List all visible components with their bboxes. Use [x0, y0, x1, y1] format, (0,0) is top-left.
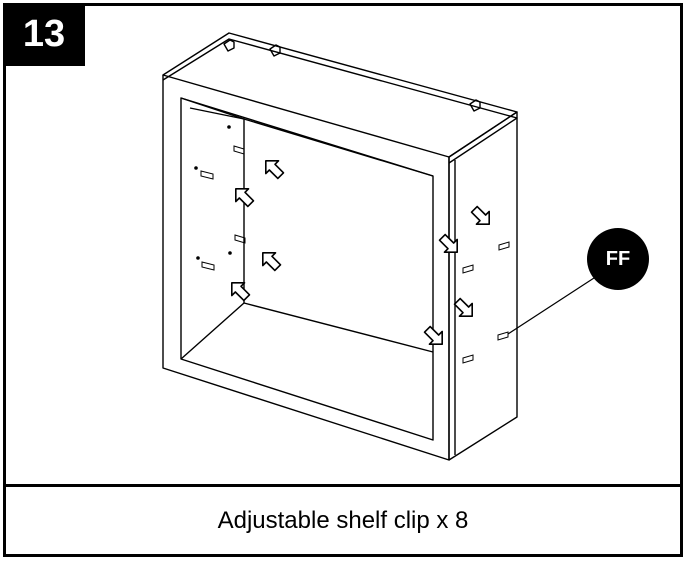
arrow-icon — [265, 160, 285, 180]
cabinet-side-panel — [448, 111, 518, 461]
shelf-clip-icon — [462, 264, 474, 274]
caption-text: Adjustable shelf clip x 8 — [217, 506, 469, 534]
shelf-clip-icon — [201, 261, 215, 271]
callout-leader — [507, 277, 595, 335]
step-number-badge: 13 — [3, 3, 85, 66]
arrow-icon — [231, 282, 251, 302]
cabinet-opening — [180, 97, 434, 441]
arrow-icon — [438, 233, 458, 253]
arrow-icon — [235, 188, 255, 208]
arrow-icon — [423, 325, 443, 345]
shelf-clip-icon — [200, 170, 214, 180]
shelf-clip-icon — [498, 241, 510, 251]
part-callout-ff: FF — [587, 228, 649, 290]
diagram-frame — [3, 3, 683, 557]
arrow-icon — [453, 297, 473, 317]
arrow-icon — [262, 252, 282, 272]
shelf-clip-icon — [462, 354, 474, 364]
shelf-clip-icon — [233, 145, 245, 155]
shelf-clip-icon — [234, 234, 246, 244]
arrow-icon — [470, 205, 490, 225]
cabinet-top-panel — [162, 32, 518, 158]
shelf-clip-icon — [497, 331, 509, 341]
caption-divider — [3, 484, 683, 487]
